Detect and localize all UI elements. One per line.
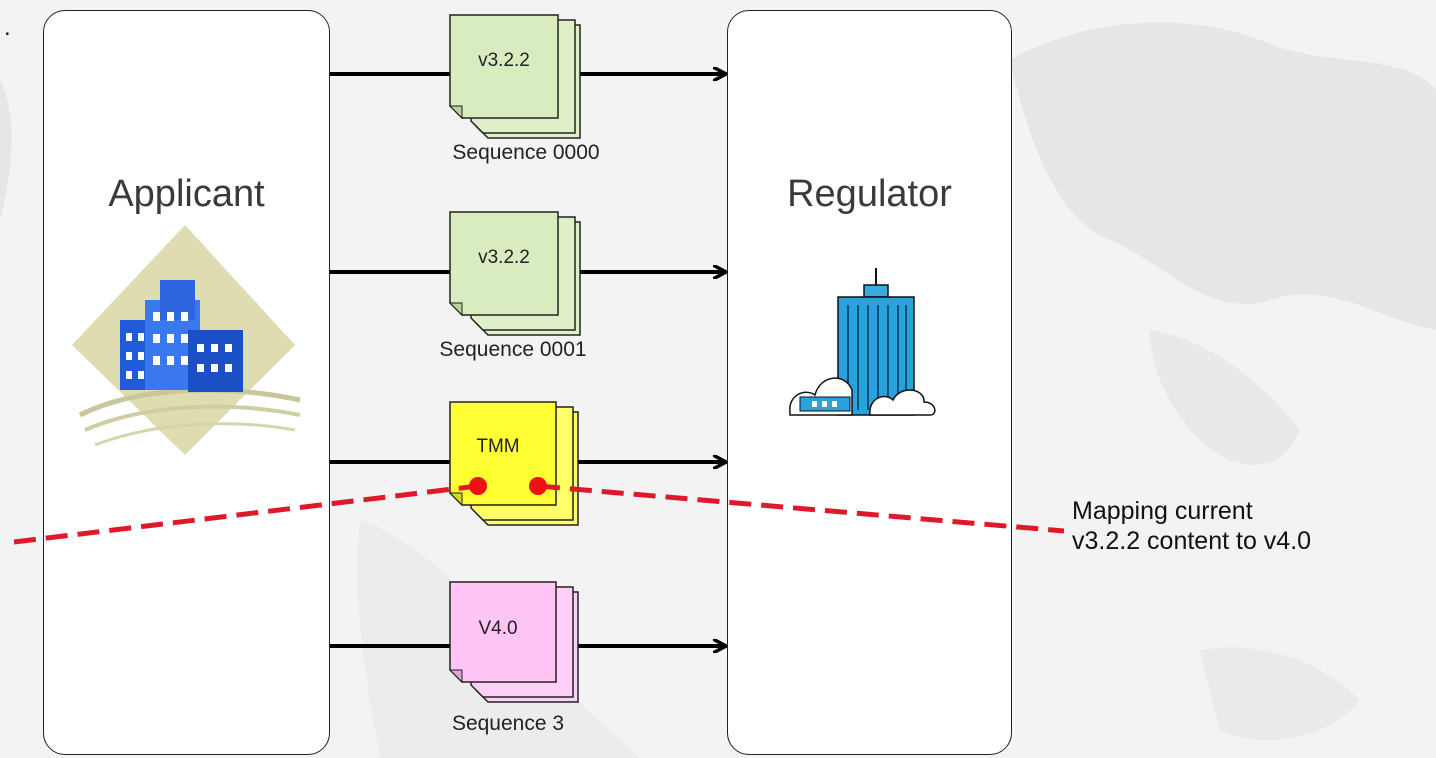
doc-version-0000: v3.2.2 bbox=[478, 50, 530, 71]
caption-sequence-3: Sequence 3 bbox=[451, 712, 565, 735]
mapping-note: Mapping current v3.2.2 content to v4.0 bbox=[1072, 496, 1432, 556]
doc-version-0001: v3.2.2 bbox=[478, 247, 530, 268]
caption-sequence-0000: Sequence 0000 bbox=[452, 141, 600, 164]
doc-version-seq3: V4.0 bbox=[478, 618, 518, 639]
mapping-point-right bbox=[529, 477, 547, 495]
mapping-point-left bbox=[469, 477, 487, 495]
doc-version-tmm: TMM bbox=[476, 436, 520, 457]
document-stack-tmm bbox=[448, 401, 579, 526]
applicant-title: Applicant bbox=[108, 173, 265, 215]
mapping-line bbox=[13, 477, 1065, 545]
mapping-note-line1: Mapping current bbox=[1072, 497, 1253, 525]
mapping-note-line2: v3.2.2 content to v4.0 bbox=[1072, 527, 1312, 555]
bullet-mark: . bbox=[4, 14, 11, 41]
caption-sequence-0001: Sequence 0001 bbox=[439, 338, 587, 361]
office-buildings-icon bbox=[72, 225, 301, 455]
skyscraper-with-clouds-icon bbox=[789, 268, 936, 416]
document-stack-0001 bbox=[448, 211, 581, 336]
document-stack-seq3 bbox=[448, 581, 579, 703]
regulator-title: Regulator bbox=[787, 173, 952, 215]
document-stack-0000 bbox=[448, 14, 581, 139]
